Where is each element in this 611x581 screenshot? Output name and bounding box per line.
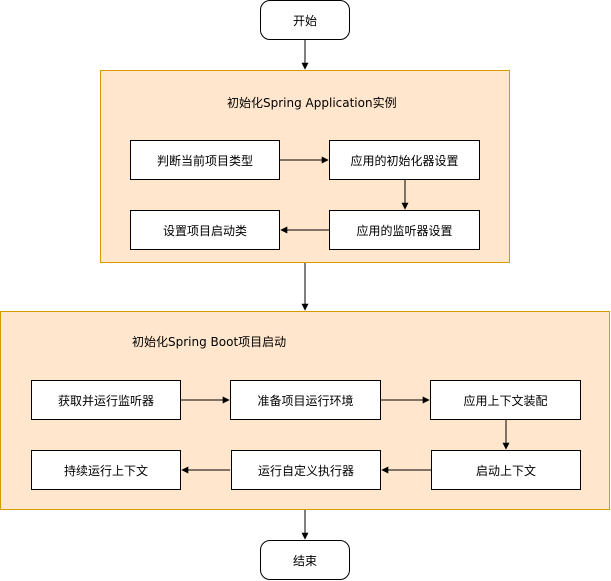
step-run-custom-runners: 运行自定义执行器 [231,450,381,490]
step-initializer-settings: 应用的初始化器设置 [329,140,480,180]
step-start-context: 启动上下文 [431,450,581,490]
start-node: 开始 [260,0,350,40]
group-init-spring-boot-start-title: 初始化Spring Boot项目启动 [132,335,287,349]
step-set-main-class: 设置项目启动类 [130,210,280,250]
step-determine-project-type: 判断当前项目类型 [130,140,280,180]
step-listener-settings: 应用的监听器设置 [329,210,480,250]
step-get-run-listeners: 获取并运行监听器 [31,380,181,420]
step-prepare-environment: 准备项目运行环境 [230,380,381,420]
step-context-assembly: 应用上下文装配 [430,380,581,420]
end-node: 结束 [260,540,350,580]
group-init-spring-application-title: 初始化Spring Application实例 [227,96,397,110]
step-keep-running-context: 持续运行上下文 [31,450,181,490]
